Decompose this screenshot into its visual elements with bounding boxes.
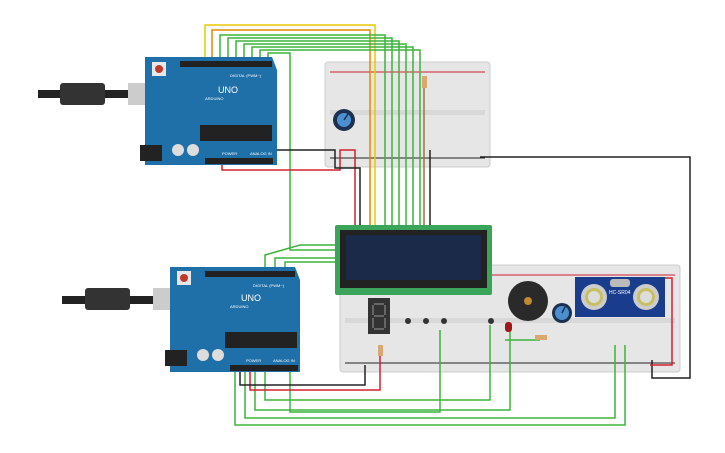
wires-part (259, 49, 421, 225)
push-buttons[interactable] (405, 318, 494, 324)
arduino-uno-2-part (212, 349, 224, 361)
uno-label-1: UNO (218, 85, 238, 95)
arduino-uno-2-part (85, 288, 130, 310)
seven-segment-display[interactable] (368, 298, 390, 334)
red-led[interactable] (505, 322, 512, 332)
wires-part (219, 34, 386, 225)
analog-label-1: ANALOG IN (250, 151, 272, 156)
piezo-buzzer-part (524, 297, 532, 305)
breadboard-top-part (330, 110, 485, 115)
wires-part (243, 43, 407, 225)
breadboard-bottom-part (345, 318, 675, 323)
arduino-uno-2[interactable]: DIGITAL (PWM~) UNO ARDUINO POWER ANALOG … (62, 267, 300, 372)
wires-part (249, 345, 381, 391)
wires-part (284, 261, 335, 268)
resistor-3[interactable] (535, 335, 547, 340)
wires-part (239, 365, 366, 386)
digital-label-1: DIGITAL (PWM~) (230, 73, 262, 78)
digital-label-2: DIGITAL (PWM~) (253, 283, 285, 288)
ultrasonic-sensor[interactable]: HC-SR04 (575, 277, 665, 317)
potentiometer-1[interactable] (333, 109, 355, 131)
arduino-uno-2-part (205, 271, 295, 277)
arduino-uno-1-part (187, 144, 199, 156)
ultrasonic-sensor-part (610, 279, 630, 287)
wires-part (650, 277, 673, 366)
arduino-label-2: ARDUINO (230, 304, 248, 309)
piezo-buzzer[interactable] (508, 281, 548, 321)
wire-yellow (204, 24, 376, 225)
potentiometer-2[interactable] (552, 303, 572, 323)
wire-black (275, 149, 361, 225)
arduino-uno-1[interactable]: DIGITAL (PWM~) UNO ARDUINO POWER ANALOG … (38, 57, 277, 165)
arduino-uno-1-part (60, 83, 105, 105)
seven-segment-display-part (372, 303, 386, 330)
push-buttons-part (405, 318, 411, 324)
potentiometer-2-part (561, 306, 566, 314)
wires-part (251, 46, 414, 225)
wire-red (221, 149, 356, 225)
wire-orange (211, 29, 371, 225)
resistor-2[interactable] (378, 345, 383, 356)
sensor-label: HC-SR04 (609, 290, 631, 296)
arduino-uno-2-part (197, 349, 209, 361)
resistor-1[interactable] (422, 76, 427, 88)
wires (204, 24, 691, 426)
wires-part (274, 257, 335, 268)
analog-label-2: ANALOG IN (273, 358, 295, 363)
lcd-display[interactable] (335, 225, 492, 295)
arduino-uno-1-part (140, 145, 162, 161)
push-buttons-part (423, 318, 429, 324)
chip-2 (225, 332, 297, 348)
red-led-part (505, 322, 512, 332)
ultrasonic-sensor-part (588, 291, 600, 303)
reset-button-2 (180, 274, 188, 282)
reset-button-1 (155, 65, 163, 73)
push-buttons-part (441, 318, 447, 324)
chip-1 (200, 125, 272, 141)
uno-label-2: UNO (241, 293, 261, 303)
arduino-label-1: ARDUINO (205, 96, 223, 101)
power-label-2: POWER (246, 358, 261, 363)
arduino-uno-2-part (230, 365, 298, 371)
wires-part (264, 244, 335, 268)
arduino-uno-1-part (172, 144, 184, 156)
ultrasonic-sensor-part (640, 291, 652, 303)
wires-part (254, 330, 511, 411)
power-label-1: POWER (222, 151, 237, 156)
arduino-uno-1-part (180, 61, 272, 67)
arduino-uno-1-part (205, 158, 273, 164)
wires-part (234, 345, 626, 426)
push-buttons-part (488, 318, 494, 324)
arduino-uno-2-part (165, 350, 187, 366)
wires-part (267, 52, 340, 251)
wires-part (289, 330, 441, 413)
lcd-screen (346, 235, 481, 280)
wires-part (235, 40, 400, 225)
wires-part (480, 156, 691, 379)
wires-part (264, 325, 491, 401)
wires-part (244, 345, 616, 419)
breadboard-top[interactable] (324, 61, 491, 168)
potentiometer-1-part (343, 113, 349, 121)
wires-part (227, 37, 393, 225)
